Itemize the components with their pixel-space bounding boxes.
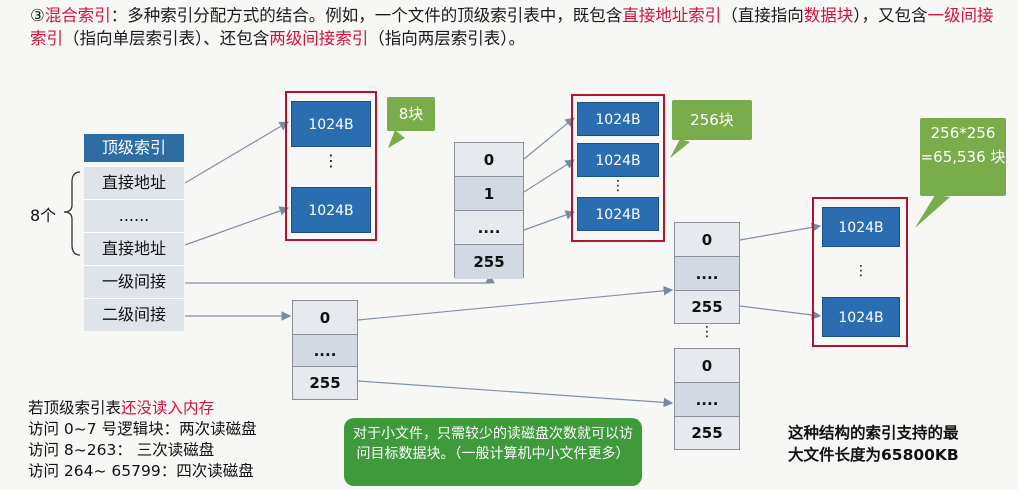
double-root-table: 0 .... 255 xyxy=(292,300,358,400)
read-count-list: 若顶级索引表还没读入内存 访问 0~7 号逻辑块：两次读磁盘 访问 8~263：… xyxy=(28,398,257,482)
double-blocks-dots: ⋮ xyxy=(854,263,868,279)
single-block-2: 1024B xyxy=(577,143,659,177)
brace-8-entries xyxy=(63,171,81,256)
condition-text: 若顶级索引表 xyxy=(28,399,122,417)
double-l2b-cell-ellipsis: .... xyxy=(675,383,739,417)
arrow-single-b1 xyxy=(523,117,575,160)
double-level2-table-first: 0 .... 255 xyxy=(674,222,740,324)
double-block-2: 1024B xyxy=(822,297,900,337)
intro-keyword-direct: 直接地址索引 xyxy=(622,6,722,25)
direct-blocks-group: 1024B ⋮ 1024B xyxy=(285,91,377,241)
intro-paragraph: ③混合索引：多种索引分配方式的结合。例如，一个文件的顶级索引表中，既包含直接地址… xyxy=(30,4,1005,50)
small-file-note: 对于小文件，只需较少的读磁盘次数就可以访问目标数据块。（一般计算机中小文件更多） xyxy=(344,418,642,486)
intro-text-2: （直接指向 xyxy=(721,6,804,25)
intro-keyword-single: 一级间接索引 xyxy=(30,6,994,48)
double-root-cell-255: 255 xyxy=(309,374,341,392)
single-cell-255: 255 xyxy=(455,245,523,279)
callout-8-blocks: 8块 xyxy=(387,97,435,131)
brace-label: 8个 xyxy=(30,206,57,225)
double-root-cell-ellipsis: .... xyxy=(293,335,357,367)
callout-65536-blocks: 256*256 =65,536 块 xyxy=(920,118,1006,196)
intro-text-5: （指向两层索引表）。 xyxy=(368,29,525,48)
top-index-row-double: 二级间接 xyxy=(84,298,184,331)
single-cell-1: 1 xyxy=(455,177,523,211)
callout-256-blocks: 256块 xyxy=(672,100,752,140)
top-index-table: 直接地址 ...... 直接地址 一级间接 二级间接 xyxy=(84,166,184,331)
callout-8-tail xyxy=(388,130,405,148)
single-cell-ellipsis: .... xyxy=(455,211,523,245)
single-index-table: 0 1 .... 255 xyxy=(454,142,524,279)
single-block-3: 1024B xyxy=(577,197,659,231)
single-blocks-dots: ⋮ xyxy=(611,178,625,194)
double-blocks-group: 1024B ⋮ 1024B xyxy=(812,197,908,347)
arrow-double-b1 xyxy=(739,222,822,241)
intro-text-4: （指向单层索引表）、还包含 xyxy=(63,29,270,48)
double-l2a-cell-0: 0 xyxy=(675,223,739,257)
double-l2b-cell-255: 255 xyxy=(691,424,723,442)
double-l2a-cell-255: 255 xyxy=(691,298,723,316)
top-index-row-direct-2: 直接地址 xyxy=(84,232,184,265)
conclusion-line-1: 这种结构的索引支持的最 xyxy=(788,424,959,442)
single-cell-0: 0 xyxy=(455,143,523,177)
intro-keyword-double: 两级间接索引 xyxy=(269,29,369,48)
direct-blocks-dots: ⋮ xyxy=(323,151,339,170)
intro-text-3: ），又包含 xyxy=(853,6,928,25)
read-count-condition: 若顶级索引表还没读入内存 xyxy=(28,398,257,419)
double-root-cell-0: 0 xyxy=(293,301,357,335)
read-count-row-2: 访问 8~263： 三次读磁盘 xyxy=(28,441,215,459)
arrow-single-b2 xyxy=(523,159,576,193)
intro-term: 混合索引 xyxy=(44,6,111,25)
top-index-row-single: 一级间接 xyxy=(84,265,184,298)
intro-text-1: ：多种索引分配方式的结合。例如，一个文件的顶级索引表中，既包含 xyxy=(110,6,623,25)
arrow-double-b2 xyxy=(739,305,822,320)
read-count-row-3: 访问 264~ 65799：四次读磁盘 xyxy=(28,462,254,480)
condition-highlight: 还没读入内存 xyxy=(121,399,215,417)
double-block-1: 1024B xyxy=(822,207,900,247)
top-index-row-ellipsis: ...... xyxy=(84,199,184,232)
conclusion: 这种结构的索引支持的最 大文件长度为65800KB xyxy=(788,422,959,466)
intro-keyword-block: 数据块 xyxy=(803,6,854,25)
intro-lead: ③ xyxy=(30,6,45,25)
single-block-1: 1024B xyxy=(577,102,659,136)
conclusion-line-2: 大文件长度为65800KB xyxy=(788,446,959,464)
arrow-single-b3 xyxy=(523,210,576,231)
top-index-header: 顶级索引 xyxy=(84,134,184,162)
arrow-double-t2 xyxy=(357,380,674,408)
arrow-direct-2 xyxy=(184,206,290,246)
top-index-row-direct-1: 直接地址 xyxy=(84,166,184,199)
direct-block-top: 1024B xyxy=(291,101,371,147)
double-tables-dots: ⋮ xyxy=(700,324,714,340)
arrow-double-t1 xyxy=(357,286,674,321)
double-l2b-cell-0: 0 xyxy=(675,349,739,383)
callout-65536-tail xyxy=(915,195,950,228)
callout-256-tail xyxy=(670,139,690,158)
arrow-direct-1 xyxy=(184,121,290,184)
read-count-row-1: 访问 0~7 号逻辑块：两次读磁盘 xyxy=(28,420,257,438)
double-level2-table-last: 0 .... 255 xyxy=(674,348,740,450)
direct-block-bottom: 1024B xyxy=(291,187,371,233)
single-blocks-group: 1024B 1024B ⋮ 1024B xyxy=(571,94,665,242)
double-l2a-cell-ellipsis: .... xyxy=(675,257,739,291)
